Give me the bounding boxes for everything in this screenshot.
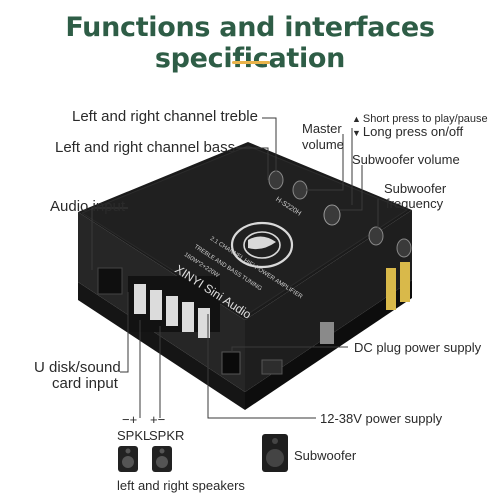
label-dc-plug: DC plug power supply <box>354 340 482 355</box>
label-spkr-polarity: +− <box>150 412 166 427</box>
label-subwoofer-frequency-2: frequency <box>386 196 444 211</box>
brand-logo-icon <box>230 221 294 269</box>
label-spkl-polarity: −+ <box>122 412 138 427</box>
label-master-volume-1: Master <box>302 121 342 136</box>
label-subwoofer: Subwoofer <box>294 448 357 463</box>
label-master-volume-2: volume <box>302 137 344 152</box>
label-speakers: left and right speakers <box>117 478 245 493</box>
label-spkl: SPKL <box>117 428 151 443</box>
triangle-up-icon: ▲ <box>352 114 361 124</box>
label-short-press: ▲Short press to play/pause <box>352 113 488 125</box>
label-treble: Left and right channel treble <box>72 108 258 125</box>
right-speaker-icon <box>152 446 172 472</box>
speaker-terminals <box>128 276 220 338</box>
page-title: Functions and interfaces specification <box>65 12 435 74</box>
label-udisk-2: card input <box>52 375 118 392</box>
subwoofer-icon <box>262 434 288 472</box>
left-speaker-icon <box>118 446 138 472</box>
label-power-supply: 12-38V power supply <box>320 411 443 426</box>
triangle-down-icon: ▼ <box>352 128 361 138</box>
label-bass: Left and right channel bass <box>55 139 236 156</box>
label-long-press: ▼Long press on/off <box>352 124 464 139</box>
label-udisk-1: U disk/sound <box>34 359 121 376</box>
label-spkr: SPKR <box>149 428 185 443</box>
label-subwoofer-frequency-1: Subwoofer <box>384 181 447 196</box>
label-subwoofer-volume: Subwoofer volume <box>352 152 460 167</box>
label-audio-input: Audio input <box>50 198 126 215</box>
title-underline <box>232 61 270 64</box>
